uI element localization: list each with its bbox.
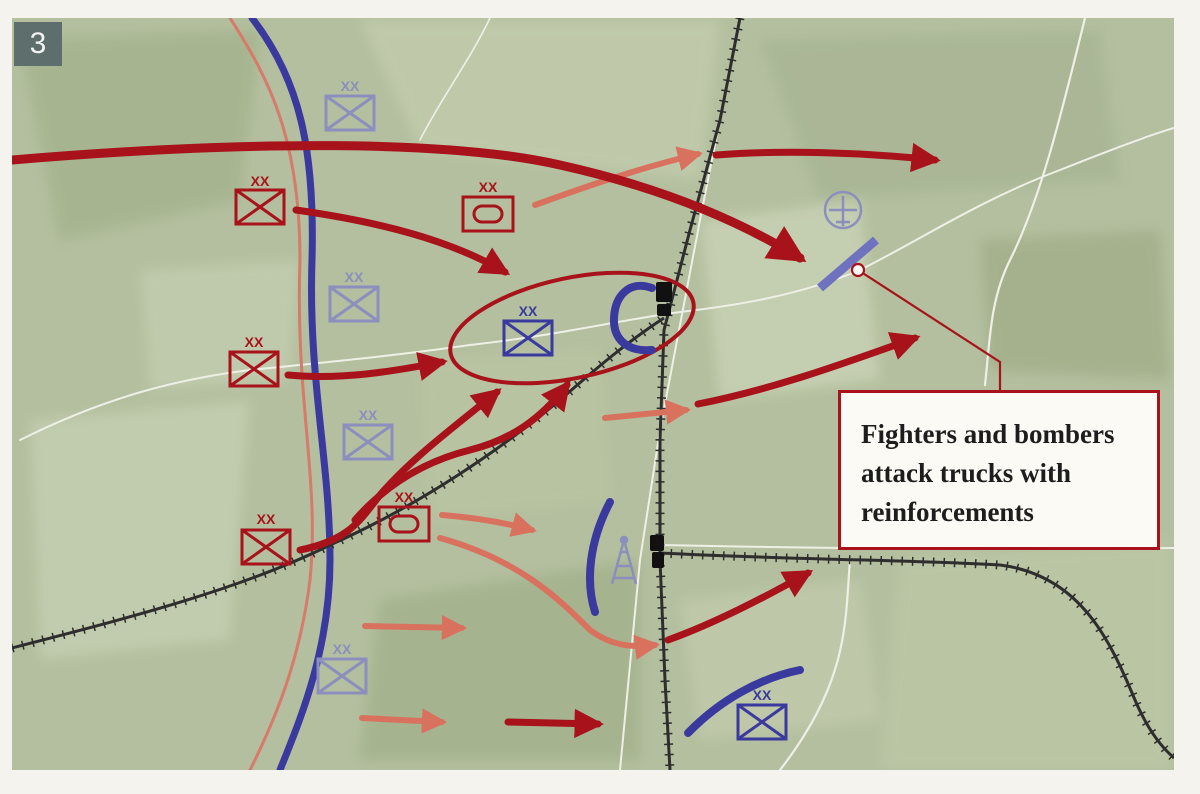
rail-station-north <box>656 282 672 302</box>
soviet-division-faded-1[interactable]: XX <box>324 78 376 132</box>
svg-text:XX: XX <box>479 179 498 195</box>
radio-mast-icon <box>610 535 638 585</box>
rail-station-south <box>650 535 664 551</box>
axis-panzer-division-1[interactable]: XX <box>461 179 515 233</box>
svg-text:XX: XX <box>395 489 414 505</box>
railway-east <box>659 548 1174 762</box>
callout-text: Fighters and bombers attack trucks with … <box>861 419 1115 527</box>
svg-text:XX: XX <box>251 173 270 189</box>
svg-text:XX: XX <box>753 687 772 703</box>
encirclement-loop <box>448 270 696 386</box>
axis-arrows-main <box>12 141 941 739</box>
soviet-division-southeast[interactable]: XX <box>736 687 788 741</box>
svg-text:XX: XX <box>245 334 264 350</box>
river <box>228 18 334 770</box>
railway-main-north-south <box>655 18 745 770</box>
svg-text:XX: XX <box>333 641 352 657</box>
soviet-defense-lines <box>586 236 879 737</box>
callout-leader <box>850 262 1002 390</box>
svg-text:XX: XX <box>345 269 364 285</box>
airfield-icon <box>823 190 863 230</box>
axis-panzer-division-2[interactable]: XX <box>377 489 431 543</box>
callout-box: Fighters and bombers attack trucks with … <box>838 390 1160 550</box>
svg-text:XX: XX <box>359 407 378 423</box>
svg-text:XX: XX <box>519 303 538 319</box>
svg-text:XX: XX <box>341 78 360 94</box>
axis-infantry-division-1[interactable]: XX <box>234 173 286 226</box>
panel-number-badge: 3 <box>14 22 62 66</box>
axis-infantry-division-3[interactable]: XX <box>240 511 292 566</box>
soviet-division-faded-3[interactable]: XX <box>342 407 394 461</box>
svg-text:XX: XX <box>257 511 276 527</box>
axis-infantry-division-2[interactable]: XX <box>228 334 280 388</box>
rail-stations <box>650 282 672 568</box>
soviet-division-faded-4[interactable]: XX <box>316 641 368 695</box>
soviet-division-faded-2[interactable]: XX <box>328 269 380 323</box>
soviet-division-encircled[interactable]: XX <box>502 303 554 357</box>
